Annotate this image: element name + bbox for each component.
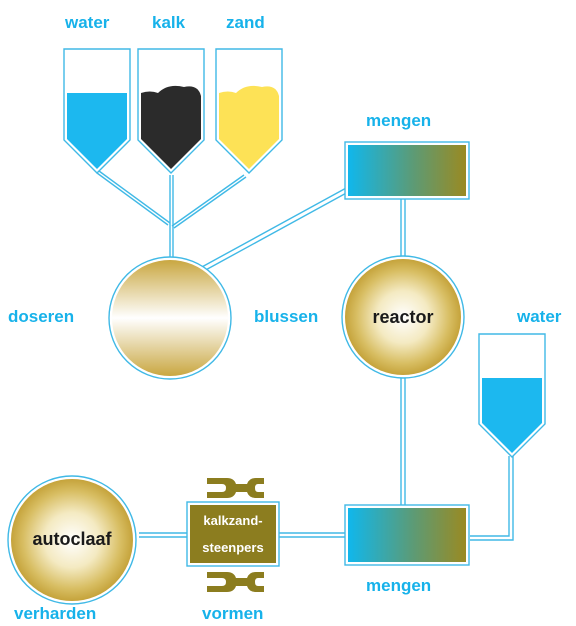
press-clamp-bottom-icon: [207, 572, 264, 592]
label-kalk: kalk: [152, 13, 186, 32]
doser-sphere: [108, 256, 232, 380]
label-verharden: verharden: [14, 604, 97, 623]
label-water-right: water: [517, 307, 562, 326]
press-label-line2: steenpers: [202, 540, 264, 555]
mixer-top: [344, 141, 470, 200]
label-vormen: vormen: [202, 604, 264, 623]
kalk-silo: [137, 48, 205, 174]
press-clamp-top-icon: [207, 478, 264, 498]
autoclaaf-label: autoclaaf: [32, 529, 112, 549]
label-doseren: doseren: [8, 307, 75, 326]
press: [186, 501, 280, 567]
water-silo-top: [63, 48, 131, 174]
water-silo-right: [478, 333, 546, 458]
pipes: [96, 170, 514, 541]
label-mengen-bottom: mengen: [366, 576, 432, 595]
reactor-sphere: [341, 255, 465, 379]
reactor-label: reactor: [372, 307, 434, 327]
autoclave-sphere: [7, 475, 137, 605]
mixer-bottom: [344, 504, 470, 566]
label-blussen: blussen: [254, 307, 319, 326]
label-mengen-top: mengen: [366, 111, 432, 130]
label-water-top: water: [65, 13, 110, 32]
zand-silo: [215, 48, 283, 174]
label-zand: zand: [226, 13, 265, 32]
press-label-line1: kalkzand-: [203, 513, 263, 528]
